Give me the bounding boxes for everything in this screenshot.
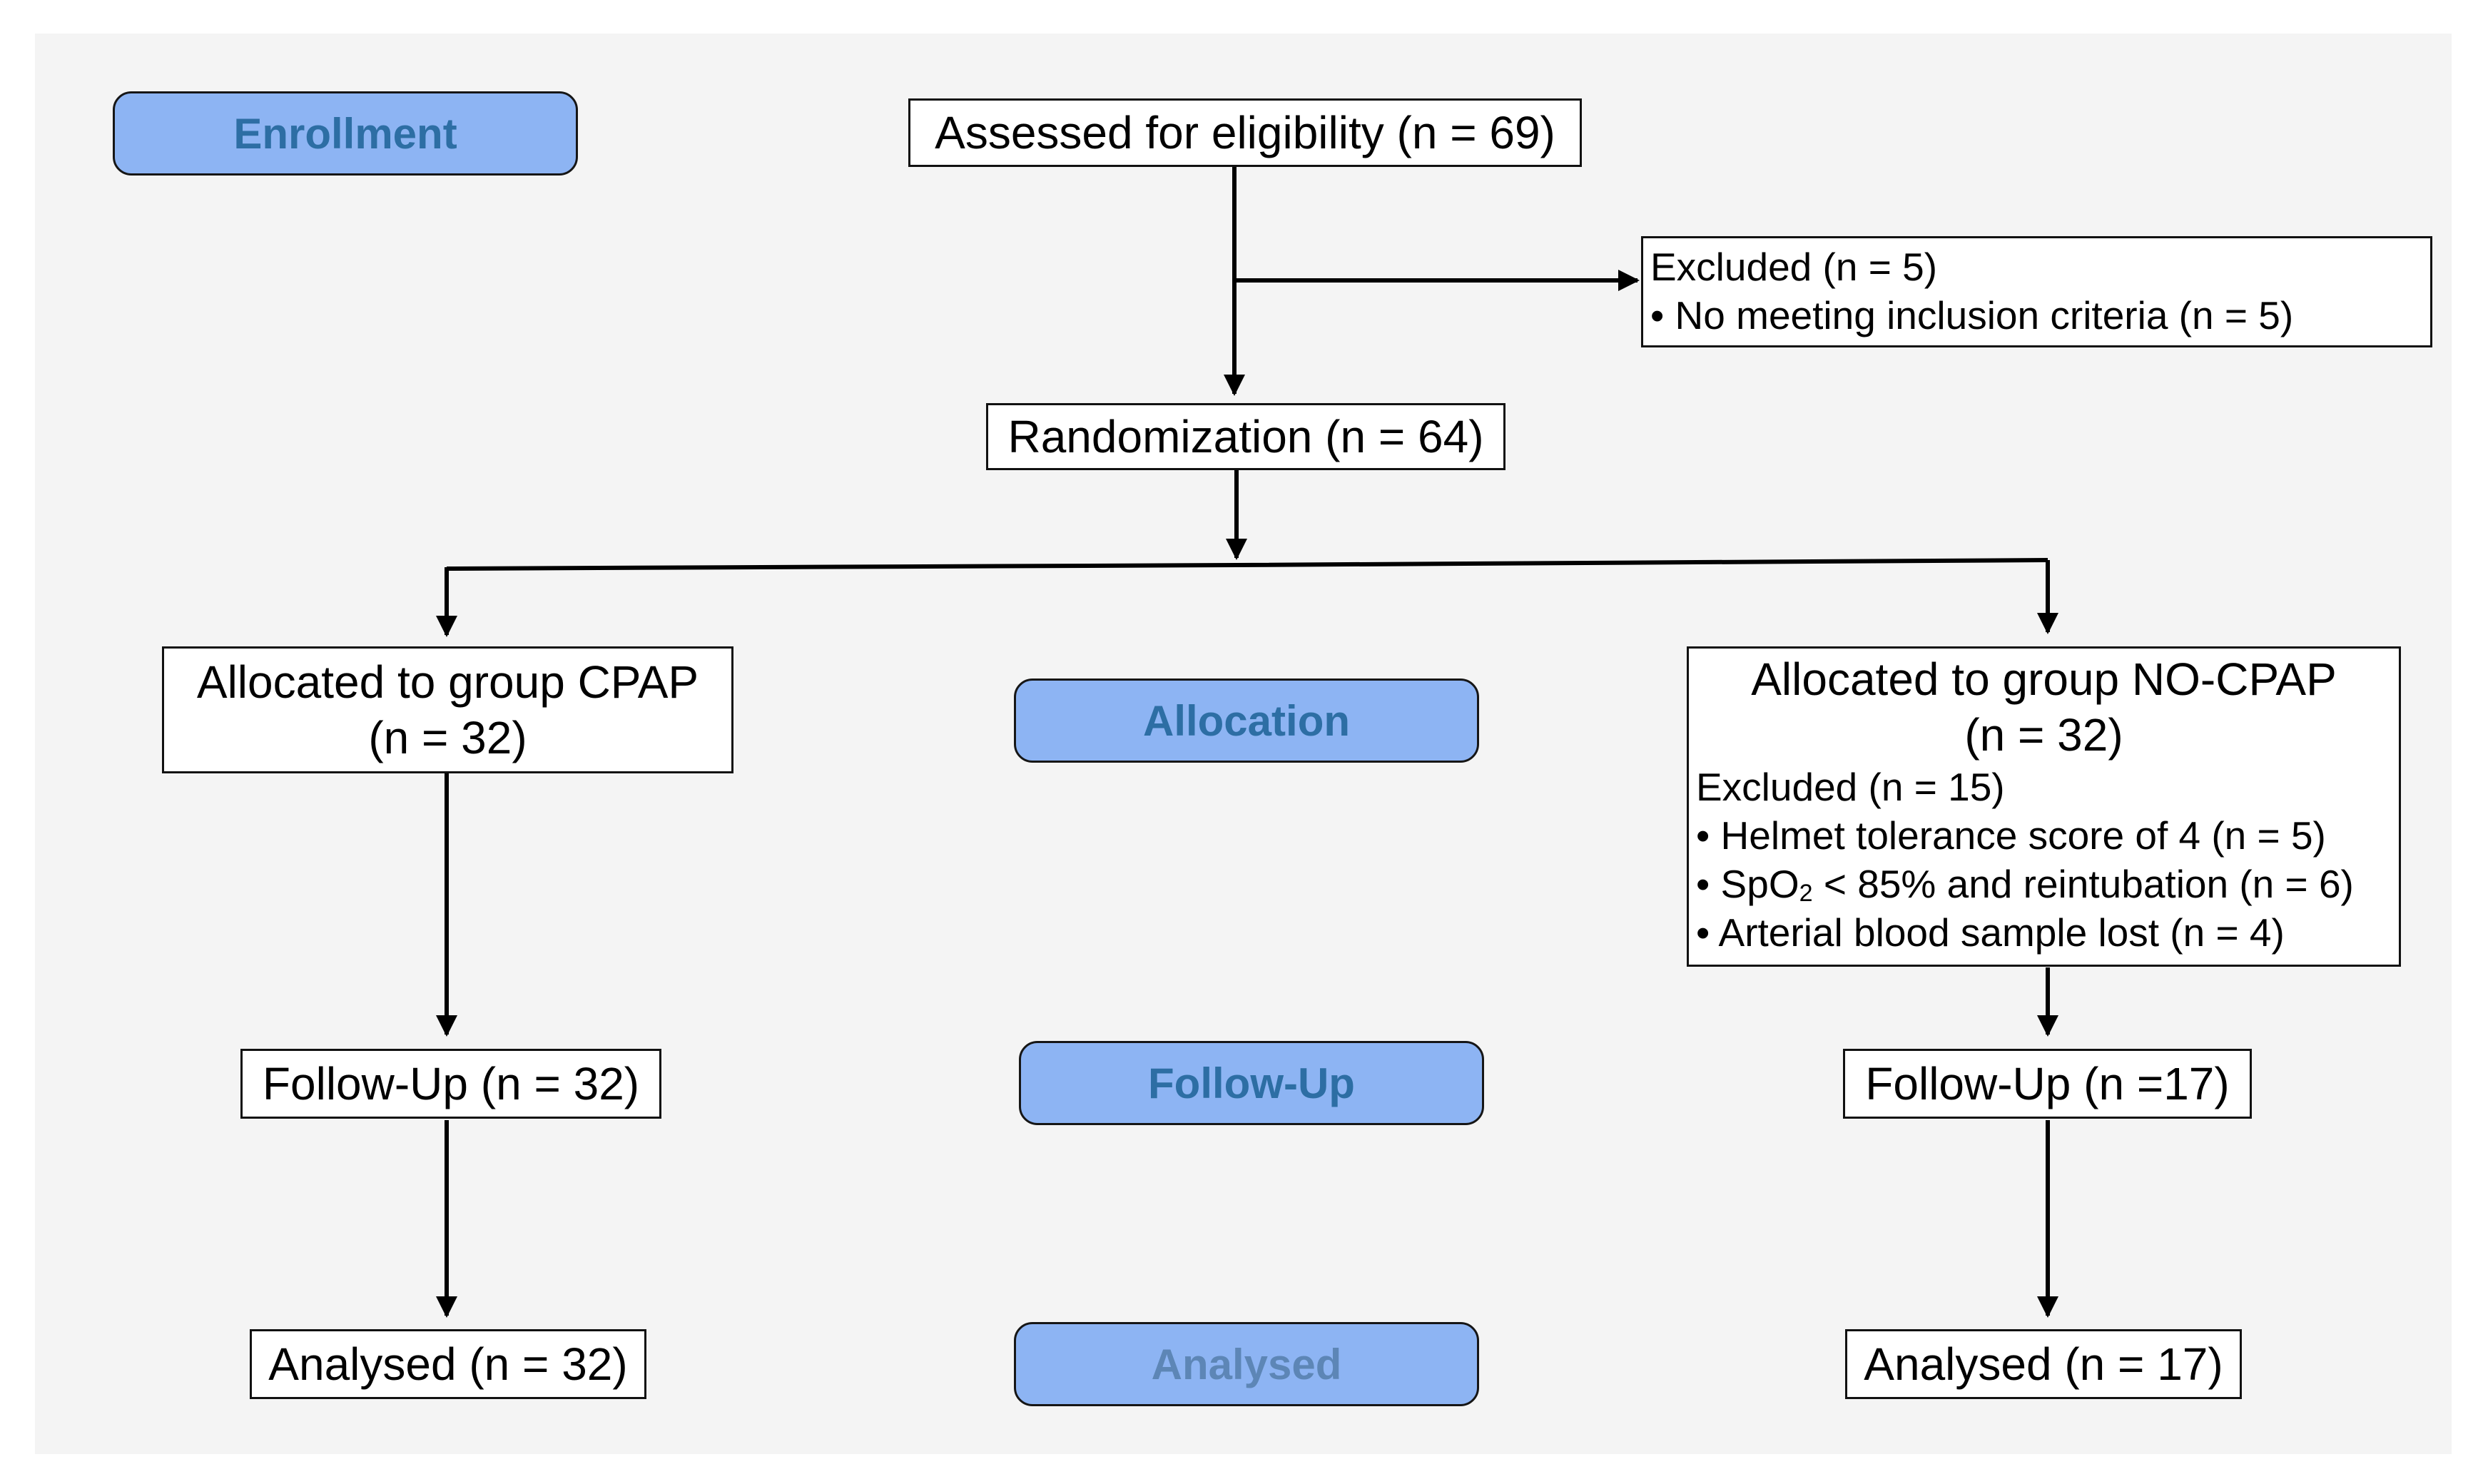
nocpap-allocated-title: Allocated to group NO-CPAP: [1751, 654, 2337, 705]
nocpap-allocated-box: Allocated to group NO-CPAP (n = 32) Excl…: [1687, 646, 2401, 967]
cpap-analysed-box: Analysed (n = 32): [250, 1329, 646, 1399]
nocpap-excluded-item: • Arterial blood sample lost (n = 4): [1696, 908, 2399, 957]
nocpap-excluded-item-text: and reintubation (n = 6): [1946, 862, 2354, 906]
split-line: [446, 558, 2048, 571]
randomization-box: Randomization (n = 64): [986, 403, 1505, 470]
excluded-enrollment-item-text: No meeting inclusion criteria (n = 5): [1675, 293, 2294, 337]
nocpap-follow-up-box: Follow-Up (n =17): [1843, 1049, 2252, 1119]
bullet-icon: •: [1696, 813, 1710, 858]
cpap-follow-up-box: Follow-Up (n = 32): [240, 1049, 661, 1119]
excluded-enrollment-title: Excluded (n = 5): [1650, 245, 1938, 289]
nocpap-excluded-item: • SpO2 < 85% and reintubation (n = 6): [1696, 860, 2399, 908]
spo2-label: SpO2: [1720, 862, 1813, 908]
nocpap-excluded-item-text: Arterial blood sample lost (n = 4): [1718, 910, 2285, 955]
phase-enrollment-label: Enrollment: [113, 91, 578, 176]
nocpap-allocated-count: (n = 32): [1964, 709, 2123, 761]
bullet-icon: •: [1696, 910, 1710, 955]
nocpap-analysed-box: Analysed (n = 17): [1845, 1329, 2242, 1399]
nocpap-excluded-item: • Helmet tolerance score of 4 (n = 5): [1696, 811, 2399, 860]
bullet-icon: •: [1650, 293, 1665, 337]
assessed-box: Assessed for eligibility (n = 69): [908, 98, 1582, 167]
cpap-allocated-title: Allocated to group CPAP: [196, 656, 699, 708]
cpap-allocated-box: Allocated to group CPAP (n = 32): [162, 646, 733, 773]
phase-follow-up-label: Follow-Up: [1019, 1041, 1484, 1125]
phase-analysed-label: Analysed: [1014, 1322, 1479, 1406]
nocpap-excluded-title: Excluded (n = 15): [1696, 765, 2005, 809]
bullet-icon: •: [1696, 862, 1710, 906]
phase-allocation-label: Allocation: [1014, 679, 1479, 763]
nocpap-excluded-item-text: Helmet tolerance score of 4 (n = 5): [1720, 813, 2326, 858]
spo2-threshold: < 85%: [1812, 862, 1947, 906]
excluded-enrollment-item: • No meeting inclusion criteria (n = 5): [1650, 291, 2430, 340]
excluded-enrollment-box: Excluded (n = 5) • No meeting inclusion …: [1641, 236, 2432, 347]
cpap-allocated-count: (n = 32): [368, 712, 527, 763]
